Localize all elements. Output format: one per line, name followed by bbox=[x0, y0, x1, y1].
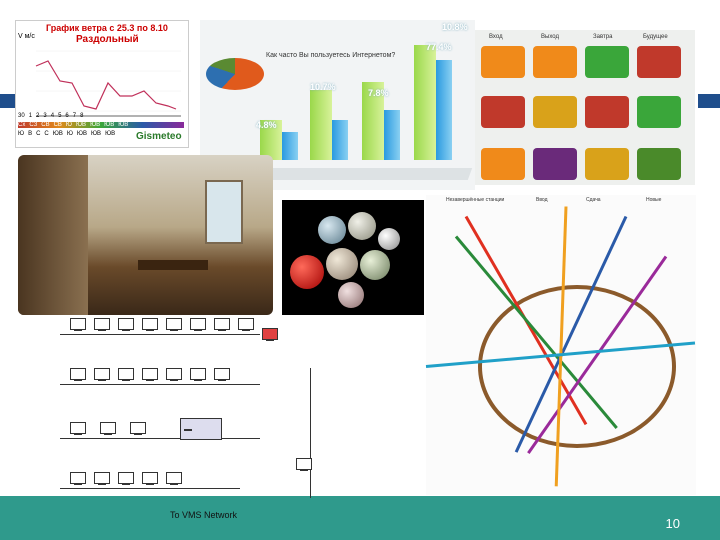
pc-icon bbox=[142, 472, 158, 485]
pc-icon bbox=[214, 318, 230, 331]
survey-bar-2 bbox=[282, 132, 298, 160]
planet-red bbox=[290, 255, 324, 289]
survey-label-2: 77.4% bbox=[426, 42, 452, 52]
tile bbox=[481, 96, 525, 128]
tile-header-4: Будущее bbox=[643, 34, 668, 40]
pc-icon bbox=[166, 318, 182, 331]
tile bbox=[533, 46, 577, 78]
metro-legend-4: Новые bbox=[646, 197, 662, 203]
metro-legend-1: Незавершённые станции bbox=[446, 197, 505, 203]
planet bbox=[326, 248, 358, 280]
survey-label-3: 10.7% bbox=[310, 82, 336, 92]
survey-bar-1 bbox=[260, 120, 282, 160]
printer-icon bbox=[262, 328, 278, 341]
pc-icon bbox=[118, 318, 134, 331]
pc-icon bbox=[142, 318, 158, 331]
planets-image bbox=[282, 200, 424, 315]
tile bbox=[533, 148, 577, 180]
weather-chart: График ветра с 25.3 по 8.10 Раздольный V… bbox=[15, 20, 189, 148]
survey-bar-4 bbox=[332, 120, 348, 160]
tile-header-2: Выход bbox=[541, 34, 559, 40]
weather-ylabel: V м/с bbox=[18, 33, 35, 40]
tile-grid: Вход Выход Завтра Будущее bbox=[475, 30, 695, 185]
network-wire bbox=[60, 384, 260, 385]
tile-header-1: Вход bbox=[489, 34, 503, 40]
tile bbox=[585, 96, 629, 128]
gismeteo-logo: Gismeteo bbox=[136, 131, 182, 142]
room-wall bbox=[18, 155, 88, 315]
survey-label-5: 4.8% bbox=[256, 120, 277, 130]
tile bbox=[637, 46, 681, 78]
server-rack-icon bbox=[180, 418, 222, 440]
planet bbox=[348, 212, 376, 240]
survey-label-4: 7.8% bbox=[368, 88, 389, 98]
survey-bar-5 bbox=[362, 82, 384, 160]
survey-question: Как часто Вы пользуетесь Интернетом? bbox=[266, 52, 396, 59]
weather-city: Раздольный bbox=[76, 34, 139, 45]
pc-icon bbox=[166, 472, 182, 485]
pc-icon bbox=[118, 368, 134, 381]
tile bbox=[637, 148, 681, 180]
pc-icon bbox=[70, 472, 86, 485]
survey-bar-7 bbox=[414, 45, 436, 160]
survey-chart: Как часто Вы пользуетесь Интернетом? 10.… bbox=[200, 20, 475, 190]
pc-icon bbox=[130, 422, 146, 435]
tile bbox=[481, 148, 525, 180]
network-wire bbox=[60, 334, 260, 335]
survey-bar-8 bbox=[436, 60, 452, 160]
tile bbox=[481, 46, 525, 78]
pc-icon bbox=[238, 318, 254, 331]
pc-icon bbox=[70, 318, 86, 331]
survey-bar-3 bbox=[310, 90, 332, 160]
pc-icon bbox=[70, 422, 86, 435]
network-diagram: To VMS Network bbox=[60, 318, 360, 520]
pc-icon bbox=[142, 368, 158, 381]
pc-icon bbox=[166, 368, 182, 381]
network-wire bbox=[60, 438, 260, 439]
tile bbox=[585, 46, 629, 78]
pc-icon bbox=[94, 368, 110, 381]
tile bbox=[533, 96, 577, 128]
page-number: 10 bbox=[665, 516, 680, 531]
pc-icon bbox=[296, 458, 312, 471]
metro-legend-2: Ввод bbox=[536, 197, 548, 203]
room-window bbox=[205, 180, 243, 244]
planet bbox=[318, 216, 346, 244]
pc-icon bbox=[94, 318, 110, 331]
pc-icon bbox=[100, 422, 116, 435]
weather-title: График ветра с 25.3 по 8.10 bbox=[46, 23, 168, 33]
planet bbox=[338, 282, 364, 308]
pc-icon bbox=[190, 368, 206, 381]
weather-plot bbox=[35, 50, 181, 117]
bottom-band bbox=[0, 496, 720, 540]
tile-header-3: Завтра bbox=[593, 34, 613, 40]
room-table bbox=[138, 260, 208, 270]
survey-pie bbox=[206, 58, 264, 90]
interior-render-image bbox=[18, 155, 273, 315]
network-label: To VMS Network bbox=[170, 510, 238, 520]
metro-map: Незавершённые станции Ввод Сдача Новые bbox=[425, 195, 696, 495]
tile bbox=[637, 96, 681, 128]
metro-legend-3: Сдача bbox=[586, 197, 601, 203]
metro-ring-line bbox=[478, 285, 676, 448]
pc-icon bbox=[70, 368, 86, 381]
pc-icon bbox=[190, 318, 206, 331]
pc-icon bbox=[94, 472, 110, 485]
survey-bar-6 bbox=[384, 110, 400, 160]
pc-icon bbox=[214, 368, 230, 381]
network-wire bbox=[60, 488, 240, 489]
tile bbox=[585, 148, 629, 180]
network-wire bbox=[310, 368, 311, 498]
pc-icon bbox=[118, 472, 134, 485]
planet bbox=[360, 250, 390, 280]
right-accent-bar bbox=[698, 94, 720, 108]
survey-label-1: 10.8% bbox=[442, 22, 468, 32]
planet-moon bbox=[378, 228, 400, 250]
